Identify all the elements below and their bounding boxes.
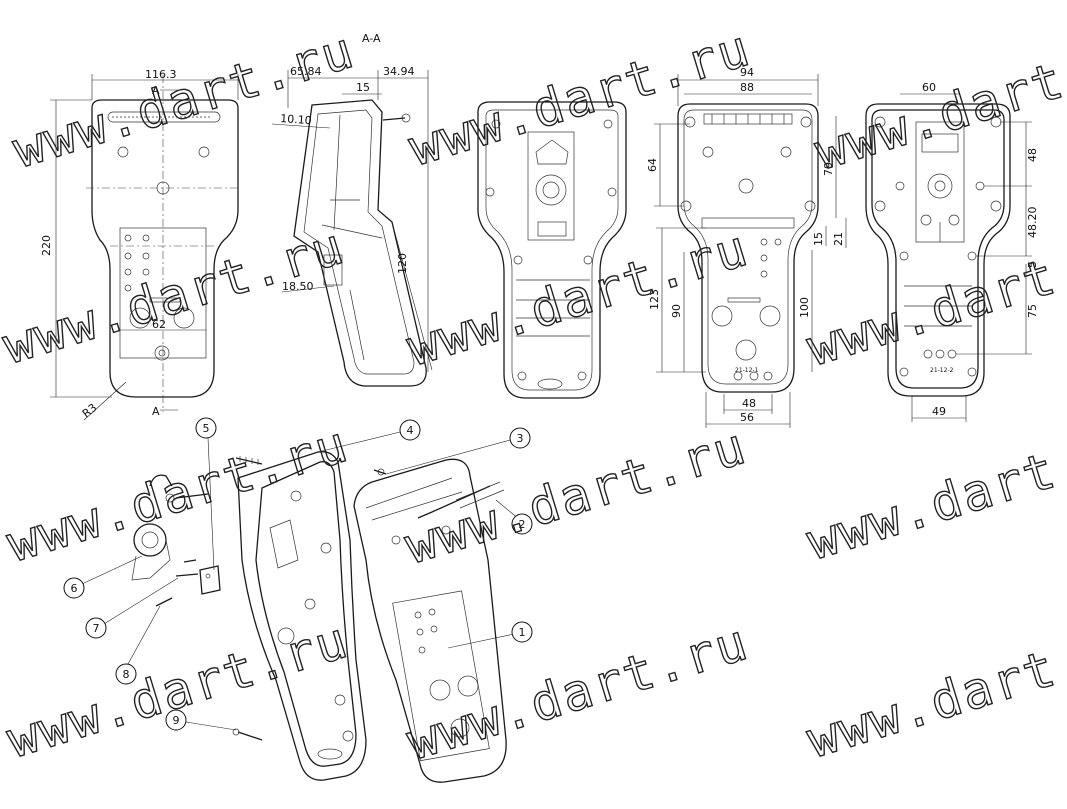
svg-text:2: 2 — [519, 518, 526, 531]
dim-88: 88 — [740, 81, 754, 94]
dim-15b: 15 — [812, 232, 825, 246]
callout-6: 6 — [63, 555, 143, 599]
dim-21: 21 — [832, 232, 845, 246]
dim-r3: R3 — [80, 401, 100, 420]
dim-15: 15 — [356, 81, 370, 94]
dim-48: 48 — [742, 397, 756, 410]
callout-8: 8 — [115, 605, 161, 685]
dim-48-20: 48.20 — [1026, 207, 1039, 239]
callout-7: 7 — [85, 577, 179, 639]
callout-9: 9 — [165, 709, 237, 731]
dim-100: 100 — [798, 297, 811, 318]
section-mark-top: A — [152, 84, 160, 97]
dim-120: 120 — [396, 253, 409, 274]
dim-height: 220 — [40, 235, 53, 256]
dim-79: 79 — [822, 162, 835, 176]
section-view: A-A 65.84 34.94 15 10.10 18.50 120 — [271, 32, 433, 387]
dim-48-rear: 48 — [1026, 148, 1039, 162]
dim-34-94: 34.94 — [383, 65, 415, 78]
svg-text:5: 5 — [203, 422, 210, 435]
callout-1: 1 — [447, 621, 533, 649]
watermarks: www.dart.ru www.dart.ru www.dart.ru www.… — [0, 18, 1067, 772]
section-mark-bottom: A — [152, 405, 160, 418]
callout-4: 4 — [317, 419, 421, 453]
callout-5: 5 — [195, 417, 217, 571]
svg-text:6: 6 — [71, 582, 78, 595]
dim-90: 90 — [670, 304, 683, 318]
embossed-label-2: 21-12-2 — [930, 367, 954, 374]
back-view: 21-12-1 94 88 64 79 15 21 123 90 100 48 … — [646, 66, 847, 428]
front-view: 116.3 220 62 R3 A A — [40, 68, 239, 420]
dim-75: 75 — [1026, 304, 1039, 318]
interior-view — [477, 101, 627, 399]
svg-text:4: 4 — [407, 424, 414, 437]
watermark-9: www.dart.ru — [801, 413, 1067, 572]
dim-10-10: 10.10 — [280, 112, 312, 127]
svg-text:3: 3 — [517, 432, 524, 445]
svg-text:9: 9 — [173, 714, 180, 727]
dim-64: 64 — [646, 158, 659, 172]
svg-text:1: 1 — [519, 626, 526, 639]
exploded-assembly: 1 2 3 4 5 6 7 — [63, 417, 533, 783]
svg-text:8: 8 — [123, 668, 130, 681]
dim-width: 116.3 — [145, 68, 177, 81]
watermark-2: www.dart.ru — [403, 19, 758, 178]
dim-56: 56 — [740, 411, 754, 424]
dim-5: 5 — [1026, 261, 1039, 268]
section-label: A-A — [362, 32, 381, 45]
rear-view: 21-12-2 60 48 48.20 5 75 49 — [865, 81, 1039, 422]
watermark-12: www.dart.ru — [801, 611, 1067, 770]
dim-94: 94 — [740, 66, 754, 79]
callout-3: 3 — [385, 427, 531, 475]
dim-60: 60 — [922, 81, 936, 94]
embossed-label-1: 21-12-1 — [735, 367, 759, 374]
svg-text:7: 7 — [93, 622, 100, 635]
dim-65-84: 65.84 — [290, 65, 322, 78]
dim-62: 62 — [152, 318, 166, 331]
dim-18-50: 18.50 — [282, 280, 314, 293]
dim-123: 123 — [648, 289, 661, 310]
callout-2: 2 — [495, 499, 533, 535]
dim-49: 49 — [932, 405, 946, 418]
